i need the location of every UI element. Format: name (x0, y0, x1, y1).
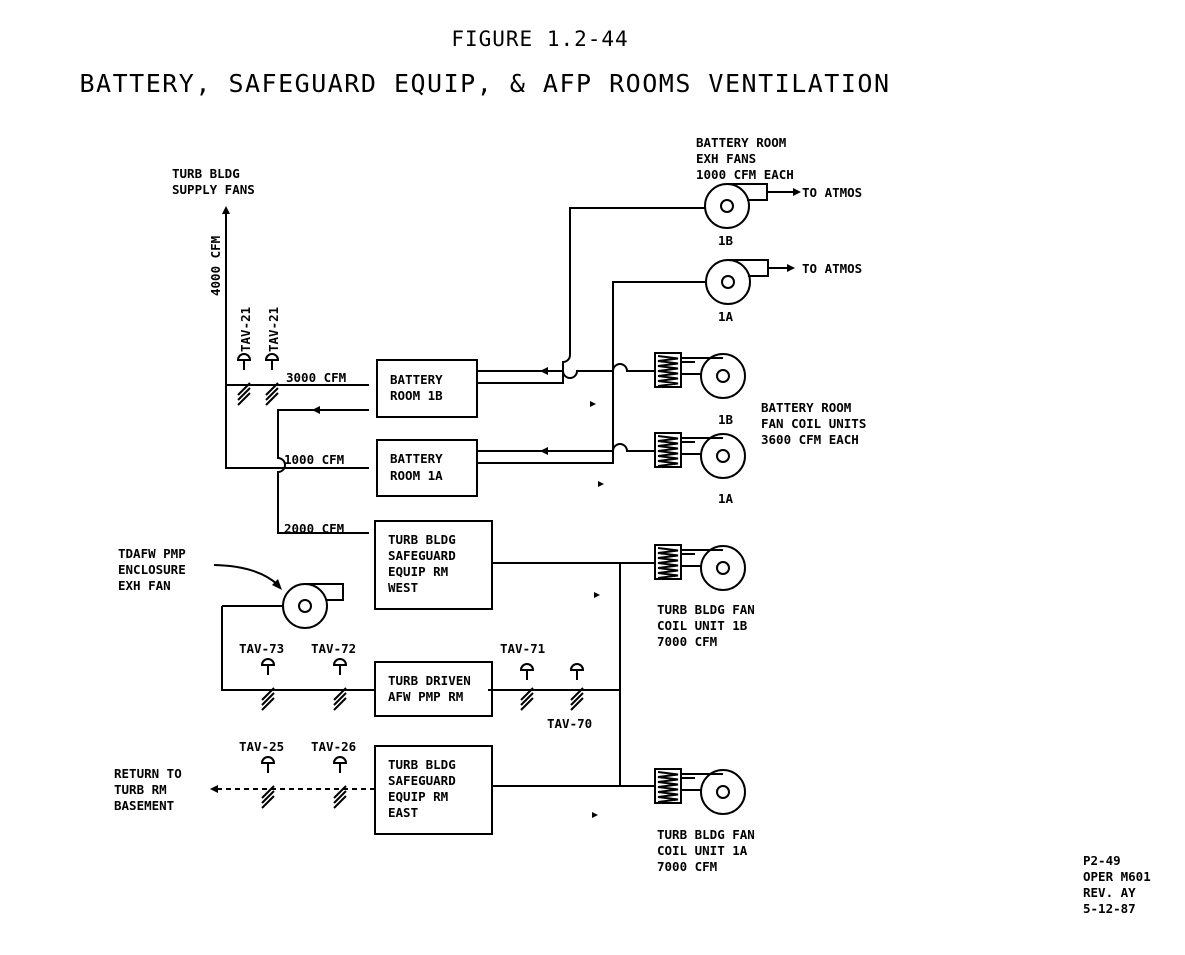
fans-group (282, 183, 801, 815)
safeguard-main-duct (488, 562, 655, 787)
crossover-duct (277, 409, 369, 534)
flow-2000-label: 2000 CFM (284, 521, 344, 536)
exhaust-duct-1a (477, 281, 705, 464)
fcu-1a-tag: 1A (718, 491, 734, 506)
tav-73-label: TAV-73 (239, 641, 284, 656)
damper-tav-25 (260, 756, 276, 809)
fcu-tb-1a-label-2: COIL UNIT 1A (657, 843, 748, 858)
safeguard-east-box (374, 745, 493, 835)
safeguard-east-label-4: EAST (388, 805, 418, 820)
fcu-tb-1b-label-1: TURB BLDG FAN (657, 602, 755, 617)
safeguard-east-arrow (592, 812, 598, 818)
exh-fan-1a-icon (705, 259, 795, 305)
tdafw-label-2: ENCLOSURE (118, 562, 186, 577)
tav-70-label: TAV-70 (547, 716, 592, 731)
battery-exh-fans-label-2: EXH FANS (696, 151, 756, 166)
supply-flow-arrow (222, 206, 230, 214)
fcu-battery-1a-icon (654, 432, 746, 479)
return-basement-arrow (210, 785, 218, 793)
battery-room-1b-label-2: ROOM 1B (390, 388, 443, 403)
tdafw-leader-line (213, 564, 279, 586)
doc-ref-line-3: REV. AY (1083, 885, 1136, 900)
fcu-tb-1b-label-2: COIL UNIT 1B (657, 618, 748, 633)
battery-room-1b-label-1: BATTERY (390, 372, 443, 387)
to-atmos-1a-label: TO ATMOS (802, 261, 862, 276)
tav-21b-label: TAV-21 (266, 307, 281, 352)
battery-room-1a-label-1: BATTERY (390, 451, 443, 466)
doc-ref-line-1: P2-49 (1083, 853, 1121, 868)
tav-71-label: TAV-71 (500, 641, 545, 656)
fcu-1a-return-arrow (598, 481, 604, 487)
flow-1000-label: 1000 CFM (284, 452, 344, 467)
exh-fan-1b-icon (704, 183, 801, 229)
battery-fcu-label-2: FAN COIL UNITS (761, 416, 866, 431)
battery-1a-flow-arrow (540, 447, 548, 455)
battery-room-1a-box (376, 439, 478, 497)
fcu-turb-1b-icon (654, 544, 746, 591)
damper-tav-70 (569, 663, 585, 711)
afw-pump-room-label-2: AFW PMP RM (388, 689, 463, 704)
safeguard-east-label-3: EQUIP RM (388, 789, 448, 804)
battery-1b-outlet-duct (477, 363, 655, 379)
flow-3000-label: 3000 CFM (286, 370, 346, 385)
fcu-tb-1a-label-1: TURB BLDG FAN (657, 827, 755, 842)
tdafw-leader-arrow (272, 579, 282, 590)
safeguard-west-label-1: TURB BLDG (388, 532, 456, 547)
afw-exhaust-duct (221, 606, 375, 691)
tav-26-label: TAV-26 (311, 739, 356, 754)
tdafw-exh-fan-icon (282, 583, 344, 629)
figure-title: BATTERY, SAFEGUARD EQUIP, & AFP ROOMS VE… (79, 69, 890, 98)
supply-main-duct (225, 210, 369, 469)
battery-fcu-label-3: 3600 CFM EACH (761, 432, 859, 447)
safeguard-west-label-3: EQUIP RM (388, 564, 448, 579)
tav-21a-label: TAV-21 (238, 307, 253, 352)
tdafw-label-3: EXH FAN (118, 578, 171, 593)
return-label-3: BASEMENT (114, 798, 174, 813)
return-arrow (312, 406, 320, 414)
battery-1a-outlet-duct (477, 443, 655, 452)
afw-pump-room-label-1: TURB DRIVEN (388, 673, 471, 688)
safeguard-west-arrow (594, 592, 600, 598)
damper-tav-71 (519, 663, 535, 711)
battery-fcu-label-1: BATTERY ROOM (761, 400, 851, 415)
exh-fan-1a-tag: 1A (718, 309, 734, 324)
tav-25-label: TAV-25 (239, 739, 284, 754)
tav-72-label: TAV-72 (311, 641, 356, 656)
return-label-2: TURB RM (114, 782, 167, 797)
doc-ref-line-2: OPER M601 (1083, 869, 1151, 884)
to-atmos-1b-label: TO ATMOS (802, 185, 862, 200)
battery-exh-fans-label-3: 1000 CFM EACH (696, 167, 794, 182)
safeguard-west-box (374, 520, 493, 610)
fcu-turb-1a-icon (654, 768, 746, 815)
battery-room-1b-box (376, 359, 478, 418)
damper-tav-26 (332, 756, 348, 809)
damper-tav-72 (332, 658, 348, 711)
figure-number: FIGURE 1.2-44 (451, 27, 628, 51)
supply-fans-label-1: TURB BLDG (172, 166, 240, 181)
supply-flow-label: 4000 CFM (208, 236, 223, 296)
battery-room-1a-label-2: ROOM 1A (390, 468, 443, 483)
exhaust-duct-1b (477, 207, 705, 384)
fcu-1b-return-arrow (590, 401, 596, 407)
safeguard-west-label-2: SAFEGUARD (388, 548, 456, 563)
safeguard-west-label-4: WEST (388, 580, 418, 595)
battery-exh-fans-label-1: BATTERY ROOM (696, 135, 786, 150)
return-label-1: RETURN TO (114, 766, 182, 781)
safeguard-east-label-2: SAFEGUARD (388, 773, 456, 788)
damper-tav-73 (260, 658, 276, 711)
safeguard-east-label-1: TURB BLDG (388, 757, 456, 772)
fcu-battery-1b-icon (654, 352, 746, 399)
fcu-tb-1b-label-3: 7000 CFM (657, 634, 717, 649)
fcu-1b-tag: 1B (718, 412, 734, 427)
battery-1b-flow-arrow (540, 367, 548, 375)
exh-fan-1b-tag: 1B (718, 233, 734, 248)
damper-tav-21b (264, 353, 280, 406)
doc-ref-line-4: 5-12-87 (1083, 901, 1136, 916)
fcu-tb-1a-label-3: 7000 CFM (657, 859, 717, 874)
tdafw-label-1: TDAFW PMP (118, 546, 186, 561)
supply-fans-label-2: SUPPLY FANS (172, 182, 255, 197)
damper-tav-21a (236, 353, 252, 406)
